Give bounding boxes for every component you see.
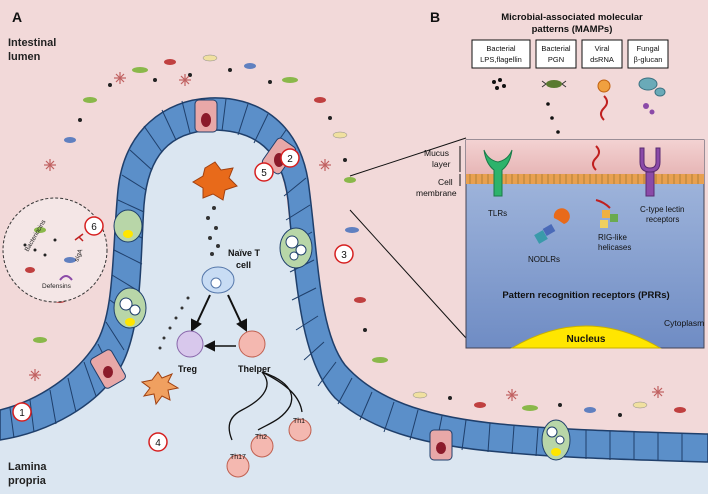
mucus-label-line2: layer (432, 159, 451, 169)
lumen-label-line1: Intestinal (8, 37, 56, 49)
marker-2: 2 (280, 148, 300, 168)
svg-text:LPS,flagellin: LPS,flagellin (480, 55, 522, 64)
membrane-label-line2: membrane (416, 188, 457, 198)
nucleus (510, 325, 662, 349)
magnified-region-circle (2, 197, 108, 303)
tlr-receptor (483, 149, 513, 197)
magnified-contents (23, 227, 84, 281)
defensins-label: Defensins (42, 283, 72, 290)
dendritic-cell-4 (140, 371, 180, 406)
bottom-paneth-cell (429, 429, 453, 461)
tlrs-label: TLRs (488, 209, 507, 218)
thelper-label: Thelper (238, 364, 271, 374)
marker-5: 5 (254, 162, 274, 182)
lumen-label-line2: lumen (8, 51, 41, 63)
cytoplasm-label: Cytoplasm (664, 318, 704, 328)
rig-label-line2: helicases (598, 243, 631, 252)
membrane-label-line1: Cell (438, 177, 453, 187)
svg-text:Viral: Viral (595, 44, 610, 53)
svg-text:5: 5 (261, 168, 267, 179)
svg-text:2: 2 (287, 154, 293, 165)
lamina-label-line2: propria (8, 475, 47, 487)
antigen-trail (158, 206, 220, 350)
mamp-box-glucan: Fungal β-glucan (627, 39, 669, 69)
rig-label-line1: RIG-like (598, 233, 627, 242)
thelper-subset-arrows (228, 371, 303, 441)
ctype-lectin-receptor (639, 147, 661, 197)
marker-6: 6 (84, 216, 104, 236)
svg-text:4: 4 (155, 438, 161, 449)
naive-t-label-line2: cell (236, 260, 251, 270)
treg-label: Treg (178, 364, 197, 374)
nodlrs-label: NODLRs (528, 255, 560, 264)
svg-text:β-glucan: β-glucan (634, 55, 663, 64)
mamp-box-pgn: Bacterial PGN (535, 39, 577, 69)
mamps-title-line1: Microbial-associated molecular (501, 12, 643, 23)
fungus-glyph (638, 77, 666, 115)
thelper-cell (238, 330, 266, 358)
panel-b: B Microbial-associated molecular pattern… (349, 9, 705, 349)
mucus-label-line1: Mucus (424, 148, 449, 158)
zoom-connector-bottom (349, 209, 467, 339)
goblet-cell-left-upper (113, 209, 143, 243)
svg-text:1: 1 (19, 408, 25, 419)
svg-text:Bacterial: Bacterial (541, 44, 571, 53)
th2-cell (250, 434, 274, 458)
zoom-connector-top (349, 137, 467, 177)
starburst-microbes (29, 72, 664, 401)
lumen-microbes (33, 54, 686, 417)
goblet-cell-left (113, 287, 147, 329)
nucleus-label: Nucleus (567, 334, 606, 345)
paneth-cell-top (194, 99, 218, 133)
rig-helicase (592, 145, 618, 228)
lamina-propria-area (0, 121, 708, 494)
differentiation-arrows (191, 294, 247, 352)
th2-label: Th2 (255, 434, 267, 441)
svg-text:6: 6 (91, 222, 97, 233)
svg-text:dsRNA: dsRNA (590, 55, 614, 64)
nodlr-receptor (534, 208, 570, 244)
panel-a-letter: A (12, 9, 22, 25)
cell-membrane (466, 174, 704, 184)
mamps-title-line2: patterns (MAMPs) (532, 24, 613, 35)
lamina-label-line1: Lamina (8, 461, 47, 473)
naive-t-label-line1: Naïve T (228, 248, 261, 258)
th17-cell (226, 454, 250, 478)
marker-4: 4 (148, 432, 168, 452)
th1-cell (288, 418, 312, 442)
panel-b-letter: B (430, 9, 440, 25)
treg-cell (176, 330, 204, 358)
th17-label: Th17 (230, 454, 246, 461)
svg-text:PGN: PGN (548, 55, 564, 64)
marker-3: 3 (334, 244, 354, 264)
svg-text:Bacterial: Bacterial (486, 44, 516, 53)
paneth-cell-left (90, 349, 126, 389)
goblet-cell-right (279, 227, 313, 269)
virus-particle (597, 79, 611, 121)
siga-label: sIgA (73, 247, 84, 262)
svg-text:Fungal: Fungal (637, 44, 660, 53)
ctype-label-line1: C-type lectin (640, 205, 684, 214)
th1-label: Th1 (293, 418, 305, 425)
marker-1: 1 (12, 402, 32, 422)
prr-label: Pattern recognition receptors (PRRs) (502, 290, 669, 301)
mamp-box-lps: Bacterial LPS,flagellin (471, 39, 531, 69)
mucus-layer (466, 140, 704, 174)
svg-text:3: 3 (341, 250, 347, 261)
bottom-goblet-cell (541, 419, 571, 461)
dendritic-cell-5 (192, 161, 238, 201)
mamp-box-dsrna: Viral dsRNA (581, 39, 623, 69)
ctype-label-line2: receptors (646, 215, 679, 224)
